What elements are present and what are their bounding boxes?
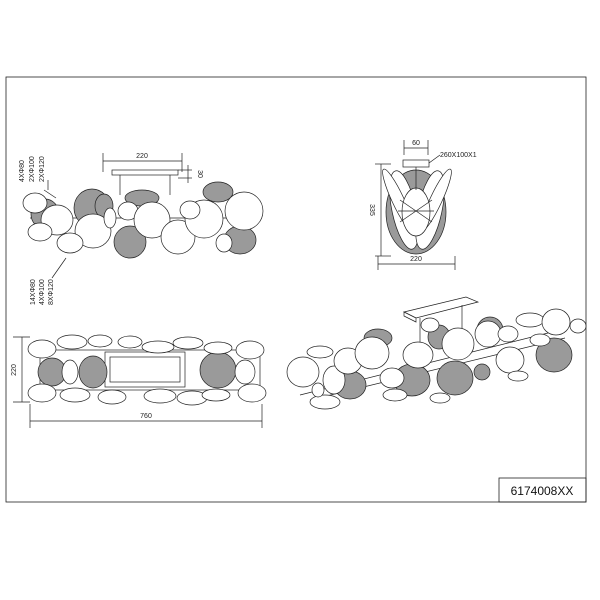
front-width-dimension: 220 — [136, 153, 148, 160]
plan-height-dimension: 220 — [11, 364, 18, 376]
plan-view: 220 760 — [11, 334, 267, 428]
perspective-canopy — [402, 296, 480, 319]
top-spec-line-3: 2XΦ120 — [39, 156, 46, 182]
bottom-spec-line-1: 14XΦ80 — [30, 279, 37, 305]
side-height-dimension: 335 — [368, 204, 375, 216]
side-top-dimension: 60 — [412, 140, 420, 147]
front-height-dimension: 30 — [196, 170, 203, 178]
side-canopy — [402, 159, 430, 168]
top-spec-line-2: 2XΦ100 — [29, 156, 36, 182]
side-width-dimension: 220 — [410, 256, 422, 263]
canopy-plate — [111, 169, 179, 176]
plan-length-dimension: 760 — [140, 413, 152, 420]
top-spec-line-1: 4XΦ80 — [19, 160, 26, 182]
side-view: 60 260X100X1 335 220 — [368, 140, 477, 270]
title-block — [498, 477, 587, 503]
drawing-frame — [5, 76, 587, 503]
front-view: 220 30 — [19, 153, 264, 305]
bottom-spec-line-3: 8XΦ120 — [48, 279, 55, 305]
canopy-spec: 260X100X1 — [440, 152, 477, 159]
perspective-view — [286, 296, 587, 410]
product-code: 6174008XX — [511, 484, 574, 498]
bottom-spec-line-2: 4XΦ100 — [39, 279, 46, 305]
